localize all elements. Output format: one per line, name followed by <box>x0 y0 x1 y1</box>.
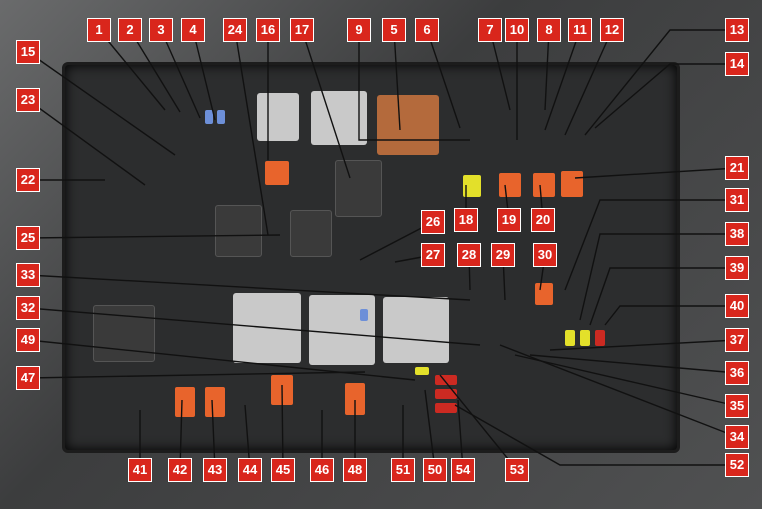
mini-fuse <box>595 330 605 346</box>
callout-37: 37 <box>725 328 749 352</box>
maxi-fuse <box>345 383 365 415</box>
callout-23: 23 <box>16 88 40 112</box>
callout-34: 34 <box>725 425 749 449</box>
relay <box>377 95 439 155</box>
callout-26: 26 <box>421 210 445 234</box>
callout-52: 52 <box>725 453 749 477</box>
callout-29: 29 <box>491 243 515 267</box>
relay <box>257 93 299 141</box>
callout-19: 19 <box>497 208 521 232</box>
callout-7: 7 <box>478 18 502 42</box>
relay <box>290 210 332 257</box>
callout-28: 28 <box>457 243 481 267</box>
mini-fuse <box>435 403 457 413</box>
callout-45: 45 <box>271 458 295 482</box>
callout-13: 13 <box>725 18 749 42</box>
callout-39: 39 <box>725 256 749 280</box>
maxi-fuse <box>175 387 195 417</box>
maxi-fuse <box>205 387 225 417</box>
callout-9: 9 <box>347 18 371 42</box>
callout-8: 8 <box>537 18 561 42</box>
maxi-fuse <box>265 161 289 185</box>
callout-5: 5 <box>382 18 406 42</box>
callout-46: 46 <box>310 458 334 482</box>
callout-20: 20 <box>531 208 555 232</box>
callout-54: 54 <box>451 458 475 482</box>
callout-15: 15 <box>16 40 40 64</box>
relay <box>383 297 449 363</box>
maxi-fuse <box>533 173 555 197</box>
mini-fuse <box>360 309 368 321</box>
callout-12: 12 <box>600 18 624 42</box>
callout-48: 48 <box>343 458 367 482</box>
callout-42: 42 <box>168 458 192 482</box>
mini-fuse <box>435 389 457 399</box>
callout-43: 43 <box>203 458 227 482</box>
mini-fuse <box>205 110 213 124</box>
callout-6: 6 <box>415 18 439 42</box>
callout-21: 21 <box>725 156 749 180</box>
callout-40: 40 <box>725 294 749 318</box>
callout-38: 38 <box>725 222 749 246</box>
maxi-fuse <box>499 173 521 197</box>
callout-25: 25 <box>16 226 40 250</box>
callout-14: 14 <box>725 52 749 76</box>
callout-50: 50 <box>423 458 447 482</box>
callout-22: 22 <box>16 168 40 192</box>
callout-1: 1 <box>87 18 111 42</box>
callout-36: 36 <box>725 361 749 385</box>
callout-18: 18 <box>454 208 478 232</box>
callout-10: 10 <box>505 18 529 42</box>
callout-32: 32 <box>16 296 40 320</box>
callout-41: 41 <box>128 458 152 482</box>
callout-11: 11 <box>568 18 592 42</box>
mini-fuse <box>217 110 225 124</box>
callout-27: 27 <box>421 243 445 267</box>
callout-49: 49 <box>16 328 40 352</box>
mini-fuse <box>565 330 575 346</box>
callout-16: 16 <box>256 18 280 42</box>
mini-fuse <box>435 375 457 385</box>
callout-2: 2 <box>118 18 142 42</box>
callout-31: 31 <box>725 188 749 212</box>
callout-53: 53 <box>505 458 529 482</box>
maxi-fuse <box>463 175 481 197</box>
callout-4: 4 <box>181 18 205 42</box>
callout-44: 44 <box>238 458 262 482</box>
relay <box>309 295 375 365</box>
relay <box>215 205 262 257</box>
relay <box>335 160 382 217</box>
callout-3: 3 <box>149 18 173 42</box>
callout-47: 47 <box>16 366 40 390</box>
callout-35: 35 <box>725 394 749 418</box>
mini-fuse <box>415 367 429 375</box>
callout-24: 24 <box>223 18 247 42</box>
callout-51: 51 <box>391 458 415 482</box>
callout-33: 33 <box>16 263 40 287</box>
mini-fuse <box>580 330 590 346</box>
callout-17: 17 <box>290 18 314 42</box>
maxi-fuse <box>535 283 553 305</box>
callout-30: 30 <box>533 243 557 267</box>
relay <box>311 91 367 145</box>
